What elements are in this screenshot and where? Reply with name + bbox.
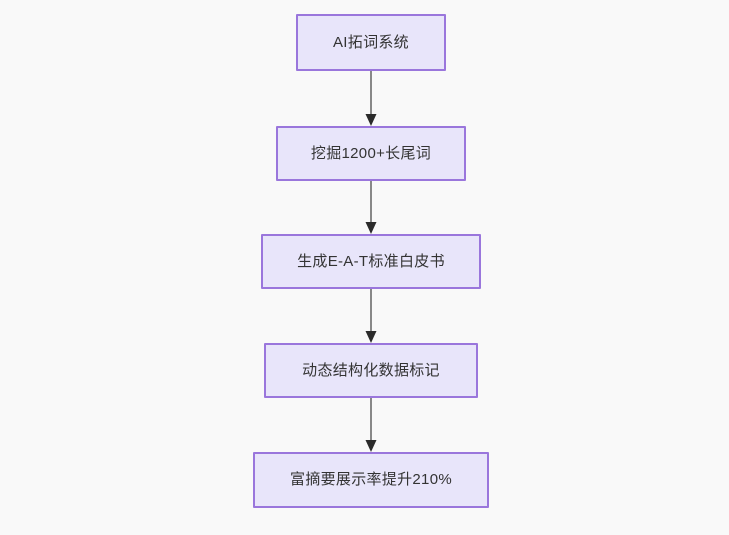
flow-node-ai-keyword-system[interactable]: AI拓词系统: [296, 14, 446, 71]
flow-node-label: 挖掘1200+长尾词: [310, 144, 432, 162]
flow-node-label: 动态结构化数据标记: [302, 361, 440, 379]
flow-node-dynamic-structured-data-markup[interactable]: 动态结构化数据标记: [264, 343, 478, 398]
edge-n2-n3: [365, 289, 377, 343]
flow-node-label: 生成E-A-T标准白皮书: [297, 252, 445, 270]
flow-node-generate-eat-whitepaper[interactable]: 生成E-A-T标准白皮书: [261, 234, 481, 289]
edge-n3-n4: [365, 398, 377, 452]
edge-n1-n2: [365, 181, 377, 234]
flow-node-mine-longtail-keywords[interactable]: 挖掘1200+长尾词: [276, 126, 466, 181]
edge-n0-n1: [365, 71, 377, 126]
flow-node-label: AI拓词系统: [333, 33, 409, 51]
flow-node-rich-snippet-rate-increase[interactable]: 富摘要展示率提升210%: [253, 452, 489, 508]
flow-node-label: 富摘要展示率提升210%: [290, 471, 452, 488]
